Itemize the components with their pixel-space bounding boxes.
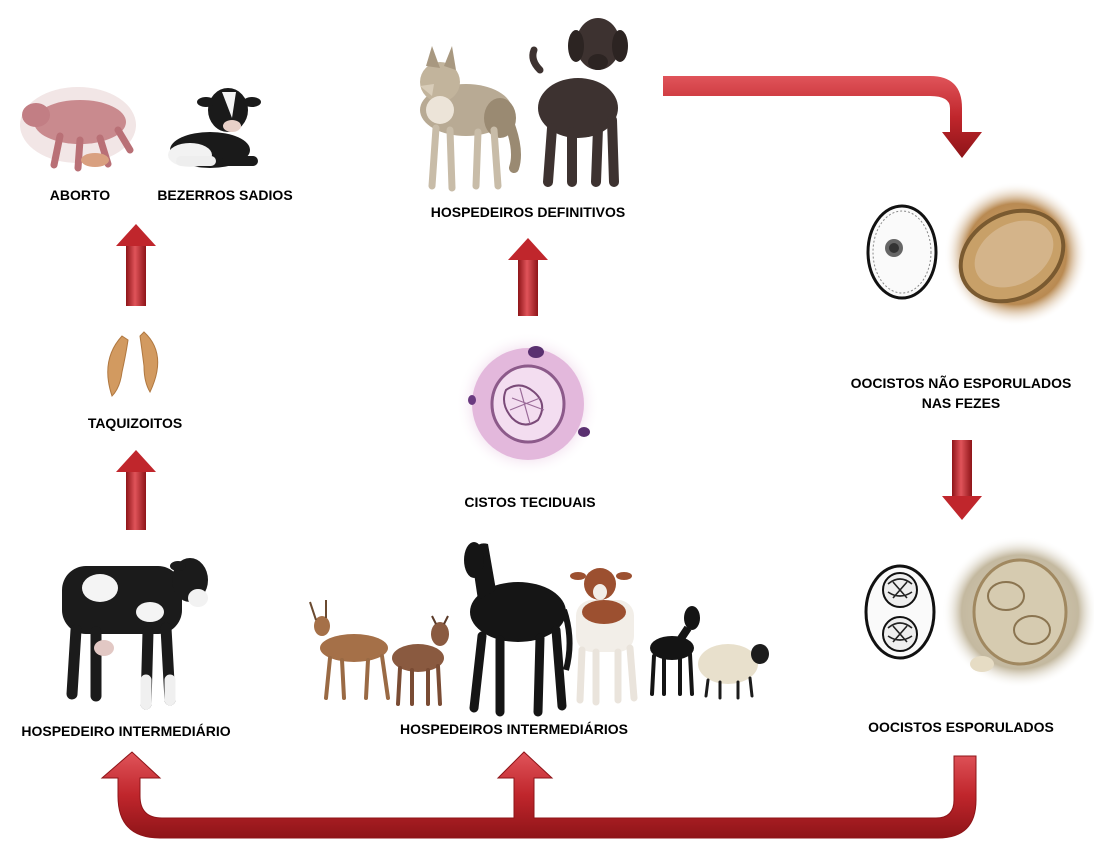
unsporulated-oocyst-micrograph bbox=[944, 182, 1088, 326]
label-oocistos-esporulados: OOCISTOS ESPORULADOS bbox=[846, 718, 1076, 736]
deer-image bbox=[310, 600, 388, 698]
aborted-fetus-image bbox=[20, 87, 136, 168]
sporulated-oocyst-micrograph bbox=[942, 536, 1094, 688]
dairy-cow-image bbox=[570, 568, 634, 702]
label-hospedeiro-intermediario: HOSPEDEIRO INTERMEDIÁRIO bbox=[4, 722, 248, 740]
goat-image bbox=[392, 616, 449, 704]
healthy-calf-image bbox=[168, 88, 261, 168]
great-dane-image bbox=[650, 606, 700, 694]
arrow-up-to-aborto bbox=[116, 224, 156, 306]
cow-image bbox=[62, 558, 208, 704]
unsporulated-oocyst-drawing bbox=[868, 206, 936, 298]
dog-image bbox=[533, 18, 628, 182]
sheep-image bbox=[698, 644, 769, 698]
arrow-return-loop bbox=[102, 752, 976, 838]
arrow-up-to-taquizoitos bbox=[116, 450, 156, 530]
label-oocistos-nao-esporulados-line2: NAS FEZES bbox=[836, 394, 1086, 412]
label-bezerros-sadios: BEZERROS SADIOS bbox=[150, 186, 300, 204]
label-aborto: ABORTO bbox=[40, 186, 120, 204]
coyote-image bbox=[420, 46, 516, 188]
sporulated-oocyst-drawing bbox=[866, 566, 934, 658]
tachyzoites-image bbox=[108, 332, 158, 396]
label-oocistos-nao-esporulados-line1: OOCISTOS NÃO ESPORULADOS bbox=[836, 374, 1086, 392]
label-taquizoitos: TAQUIZOITOS bbox=[70, 414, 200, 432]
label-hospedeiros-definitivos: HOSPEDEIROS DEFINITIVOS bbox=[410, 203, 646, 221]
label-cistos-teciduais: CISTOS TECIDUAIS bbox=[440, 493, 620, 511]
tissue-cyst-image bbox=[456, 332, 600, 476]
label-hospedeiros-intermediarios: HOSPEDEIROS INTERMEDIÁRIOS bbox=[384, 720, 644, 738]
arrow-curve-to-oocistos bbox=[663, 76, 982, 158]
horse-image bbox=[464, 542, 570, 712]
arrow-up-to-hospedeiros-definitivos bbox=[508, 238, 548, 316]
arrow-down-to-esporulados bbox=[942, 440, 982, 520]
